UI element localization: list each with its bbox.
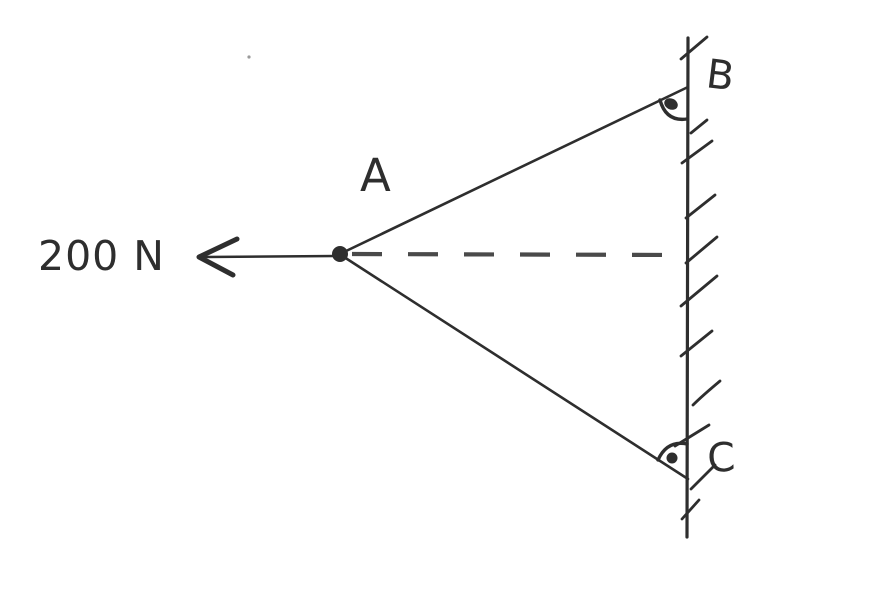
angle-marker-b [658, 98, 689, 122]
point-a-label: A [360, 149, 391, 202]
hatch-mark [691, 379, 722, 407]
cable-ab [342, 85, 690, 254]
force-arrow [196, 236, 338, 278]
force-arrowhead-icon [196, 236, 240, 278]
hatch-mark [684, 193, 717, 220]
angle-dot-b [664, 98, 678, 110]
dashed-centerline [351, 251, 678, 258]
hatch-mark [680, 139, 714, 165]
hatch-mark [679, 329, 714, 358]
point-a-dot [332, 246, 348, 262]
point-b-label: B [704, 51, 737, 100]
angle-dot-c [666, 452, 678, 464]
angle-arc-b [658, 98, 689, 122]
hatch-mark [689, 118, 709, 135]
hatch-mark [684, 235, 719, 265]
stray-speck [247, 55, 251, 59]
point-c-label: C [706, 435, 736, 482]
wall-hatching [673, 35, 722, 521]
angle-marker-c [656, 441, 689, 464]
hatch-mark [679, 35, 709, 61]
hatch-mark [679, 274, 719, 308]
hatch-mark [680, 498, 701, 521]
hatch-mark [689, 463, 717, 491]
wall-line [685, 36, 690, 539]
cable-ac [342, 255, 690, 481]
force-arrow-shaft [203, 254, 338, 259]
angle-arc-c [656, 441, 689, 462]
force-label: 200 N [38, 232, 165, 280]
